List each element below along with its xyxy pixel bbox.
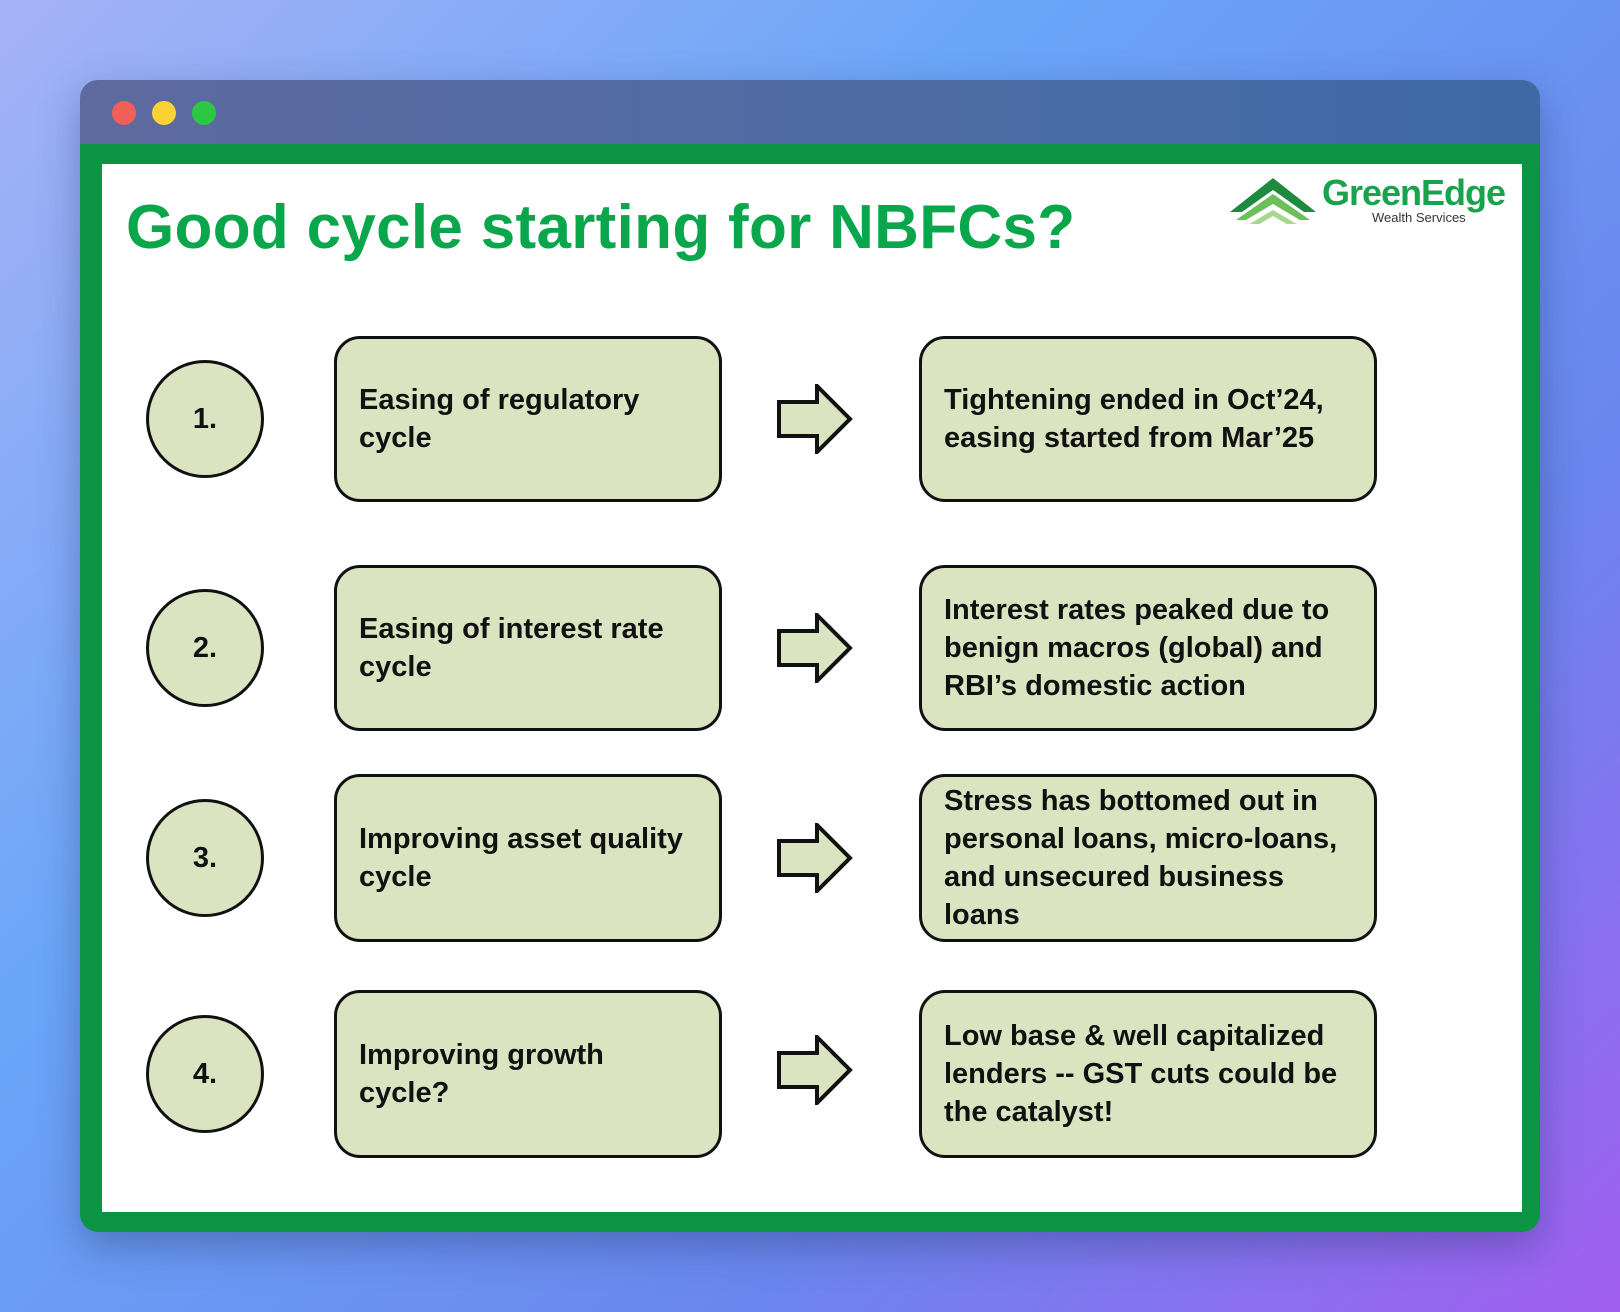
right-arrow-icon [777,384,853,454]
step-number-circle: 4. [146,1015,264,1133]
cycle-box: Improving asset quality cycle [334,774,722,942]
minimize-window-button[interactable] [152,101,176,125]
detail-box: Stress has bottomed out in personal loan… [919,774,1377,942]
cycle-box: Easing of regulatory cycle [334,336,722,502]
slide: Good cycle starting for NBFCs? GreenEdge… [102,164,1522,1212]
window-titlebar [80,80,1540,144]
right-arrow-icon [777,613,853,683]
maximize-window-button[interactable] [192,101,216,125]
cycle-row: 3. Improving asset quality cycle Stress … [102,774,1522,942]
cycle-box: Easing of interest rate cycle [334,565,722,731]
step-number-circle: 1. [146,360,264,478]
close-window-button[interactable] [112,101,136,125]
step-number-circle: 3. [146,799,264,917]
mountain-chevron-icon [1230,178,1316,224]
step-number-circle: 2. [146,589,264,707]
greenedge-logo: GreenEdge Wealth Services [1230,172,1520,228]
cycle-box: Improving growth cycle? [334,990,722,1158]
cycle-row: 2. Easing of interest rate cycle Interes… [102,565,1522,731]
cycle-row: 1. Easing of regulatory cycle Tightening… [102,336,1522,502]
slide-title: Good cycle starting for NBFCs? [126,193,1076,262]
right-arrow-icon [777,823,853,893]
app-window: Good cycle starting for NBFCs? GreenEdge… [80,80,1540,1232]
detail-box: Low base & well capitalized lenders -- G… [919,990,1377,1158]
logo-tagline: Wealth Services [1372,210,1466,225]
detail-box: Tightening ended in Oct’24, easing start… [919,336,1377,502]
cycle-row: 4. Improving growth cycle? Low base & we… [102,990,1522,1158]
detail-box: Interest rates peaked due to benign macr… [919,565,1377,731]
right-arrow-icon [777,1035,853,1105]
slide-frame: Good cycle starting for NBFCs? GreenEdge… [80,144,1540,1232]
logo-name: GreenEdge [1322,172,1506,213]
